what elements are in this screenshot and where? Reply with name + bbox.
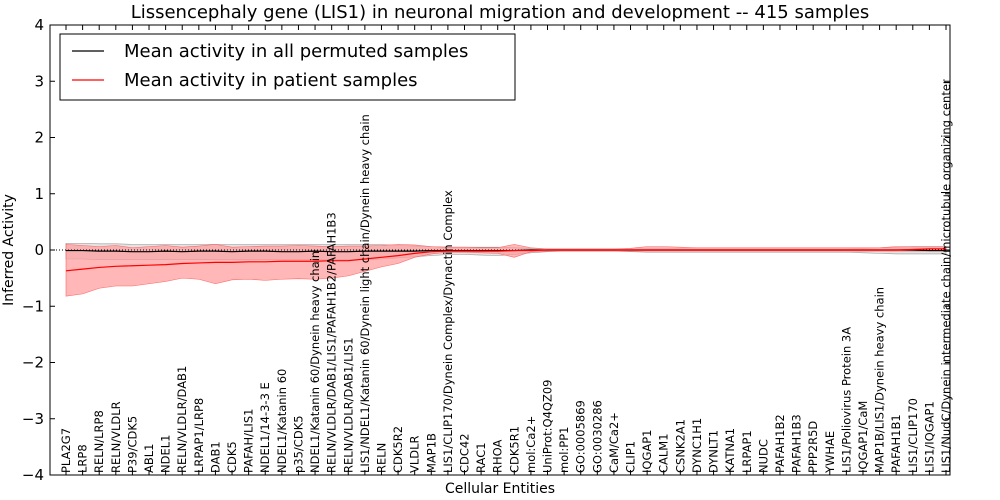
x-tick-label: RELN/VLDLR/DAB1/LIS1/PAFAH1B2/PAFAH1B3: [325, 212, 339, 473]
x-tick-label: P39/CDK5: [125, 416, 139, 473]
x-tick-label: RAC1: [474, 442, 488, 473]
x-tick-label: ABL1: [142, 444, 156, 473]
x-tick-label: LRPAP1: [740, 430, 754, 473]
y-tick-label: 3: [34, 72, 44, 90]
x-tick-label: CLIP1: [624, 441, 638, 473]
x-tick-label: PAFAH/LIS1: [242, 409, 256, 473]
x-tick-label: NDEL1/14-3-3 E: [258, 382, 272, 473]
x-tick-label: DYNC1H1: [690, 418, 704, 473]
y-tick-label: −4: [22, 466, 44, 484]
x-tick-label: RELN/LRP8: [92, 410, 106, 473]
x-tick-label: RELN/VLDLR: [109, 401, 123, 473]
y-tick-label: 1: [34, 185, 44, 203]
x-tick-label: PPP2R5D: [806, 421, 820, 473]
x-tick-label: NUDC: [756, 439, 770, 473]
y-tick-label: −1: [22, 297, 44, 315]
x-tick-label: PAFAH1B1: [889, 414, 903, 473]
x-tick-label: RELN/VLDLR/DAB1: [175, 366, 189, 473]
x-tick-label: LIS1/CLIP170: [906, 398, 920, 473]
x-tick-label: IQGAP1/CaM: [856, 401, 870, 473]
x-tick-label: p35/CDK5: [291, 415, 305, 473]
x-tick-label: mol:Ca2+: [524, 416, 538, 473]
x-tick-label: LIS1/NudC/Dynein intermediate chain/micr…: [939, 79, 953, 473]
chart-title: Lissencephaly gene (LIS1) in neuronal mi…: [131, 2, 870, 23]
series-lines: [65, 248, 946, 272]
legend-label-permuted: Mean activity in all permuted samples: [124, 41, 468, 62]
x-tick-label: mol:PP1: [557, 427, 571, 474]
y-tick-label: 2: [34, 129, 44, 147]
x-tick-label: CDK5: [225, 441, 239, 473]
x-tick-label: RHOA: [491, 440, 505, 473]
x-tick-label: LIS1/Poliovirus Protein 3A: [839, 327, 853, 473]
x-tick-label: DYNLT1: [707, 430, 721, 473]
x-tick-label: IQGAP1: [640, 430, 654, 473]
x-tick-label: GO:0005869: [574, 400, 588, 473]
x-tick-label: LIS1/NDEL1/Katanin 60/Dynein light chain…: [358, 114, 372, 473]
x-tick-label: PAFAH1B3: [790, 414, 804, 473]
x-tick-label: PAFAH1B2: [773, 414, 787, 473]
x-tick-label: MAP1B/LIS1/Dynein heavy chain: [873, 287, 887, 473]
x-tick-label: NDEL1/Katanin 60/Dynein heavy chain: [308, 251, 322, 473]
x-tick-label: CDC42: [457, 433, 471, 473]
x-tick-label: YWHAE: [823, 431, 837, 474]
x-tick-label: CaM/Ca2+: [607, 412, 621, 473]
y-tick-label: 4: [34, 16, 44, 34]
line-series-1: [65, 248, 946, 272]
y-tick-label: 0: [34, 241, 44, 259]
x-tick-label: NDEL1: [159, 435, 173, 473]
x-tick-label: CDK5R1: [507, 426, 521, 473]
y-tick-label: −3: [22, 410, 44, 428]
x-tick-label: LIS1/IQGAP1: [922, 401, 936, 473]
y-axis-label: Inferred Activity: [1, 194, 17, 306]
x-tick-label: CDK5R2: [391, 426, 405, 473]
x-tick-label: KATNA1: [723, 428, 737, 473]
legend-label-patient: Mean activity in patient samples: [124, 70, 418, 91]
x-tick-label: NDEL1/Katanin 60: [275, 369, 289, 473]
x-tick-label: DAB1: [208, 441, 222, 473]
x-tick-label: LIS1/CLIP170/Dynein Complex/Dynactin Com…: [441, 190, 455, 473]
x-tick-label: VLDLR: [408, 435, 422, 473]
legend: Mean activity in all permuted samples Me…: [59, 33, 516, 101]
x-tick-label: PLA2G7: [59, 428, 73, 473]
legend-box: [59, 33, 516, 101]
x-axis-label: Cellular Entities: [445, 481, 555, 497]
x-tick-label: RELN/VLDLR/DAB1/LIS1: [341, 337, 355, 473]
x-tick-label: GO:0030286: [590, 400, 604, 473]
x-tick-label: RELN: [374, 443, 388, 473]
x-tick-label: CSNK2A1: [673, 419, 687, 473]
x-tick-label: LRPAP1/LRP8: [192, 398, 206, 473]
x-tick-label: MAP1B: [424, 433, 438, 473]
x-tick-label: CALM1: [657, 433, 671, 473]
x-tick-label: LRP8: [76, 444, 90, 473]
y-axis-ticks: 4 3 2 1 0 −1 −2 −3 −4: [22, 16, 950, 484]
y-tick-label: −2: [22, 354, 44, 372]
x-tick-label: UniProt:Q4QZ09: [541, 380, 555, 473]
